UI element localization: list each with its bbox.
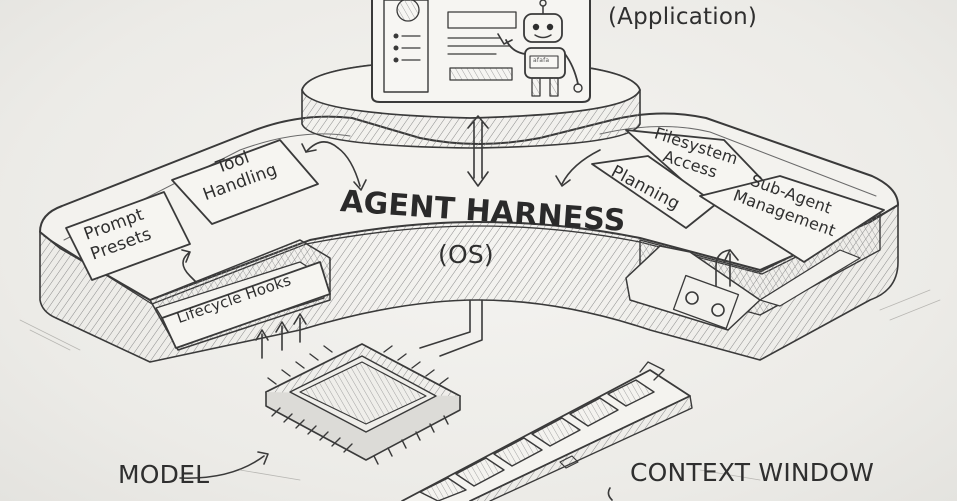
shadow-strokes [19, 289, 941, 481]
right-channel [625, 211, 881, 331]
robot-screen-text: afafa [533, 57, 550, 64]
arrows [179, 115, 739, 501]
module-boxes [65, 129, 885, 349]
connector-plugs [672, 274, 740, 330]
harness-subtitle: (OS) [438, 240, 494, 269]
model-label: MODEL [118, 460, 210, 489]
robot-icon [497, 0, 583, 97]
model-chip [265, 343, 461, 465]
context-window-ram [401, 361, 693, 501]
context-window-label: CONTEXT WINDOW [630, 458, 875, 487]
application-label: (Application) [608, 4, 758, 30]
